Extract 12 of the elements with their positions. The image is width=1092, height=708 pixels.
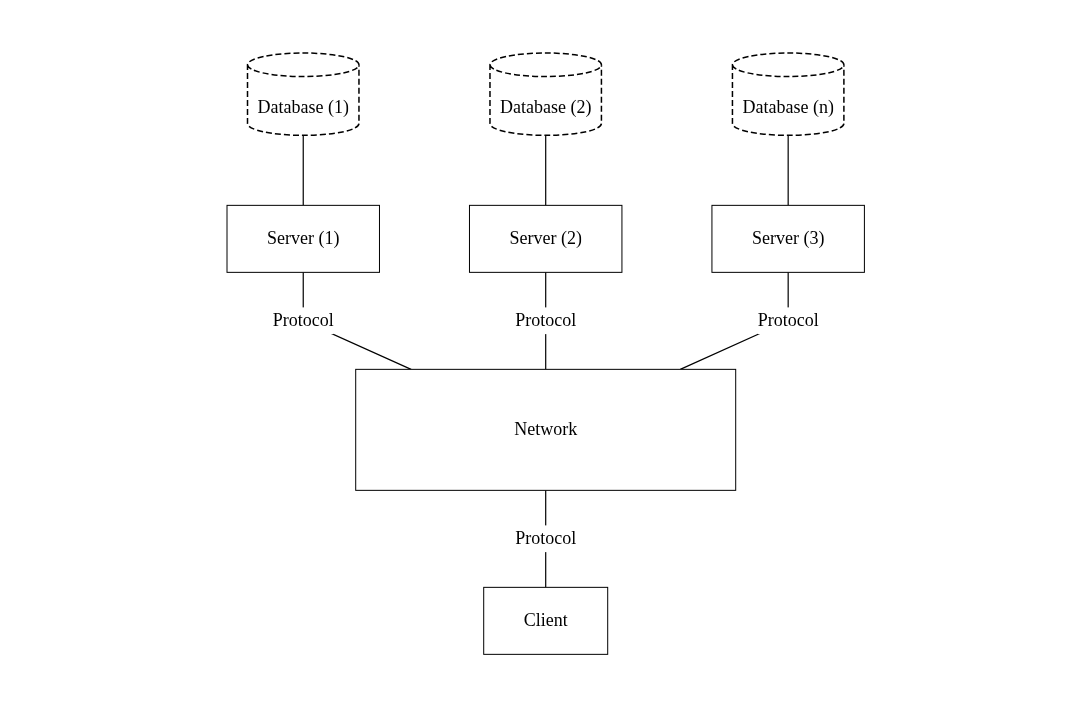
- node-box: Server (3): [711, 205, 866, 274]
- edge-label: Protocol: [757, 310, 819, 331]
- node-box: Network: [355, 369, 737, 492]
- edge-label: Protocol: [273, 310, 335, 331]
- connector: [545, 135, 547, 207]
- connector: [302, 135, 305, 207]
- node-box: Client: [483, 587, 609, 656]
- node-box: Server (2): [469, 205, 623, 274]
- connector: [787, 135, 790, 207]
- edge-label: Protocol: [515, 528, 577, 549]
- edge-label: Protocol: [515, 310, 577, 331]
- node-box: Server (1): [226, 205, 381, 274]
